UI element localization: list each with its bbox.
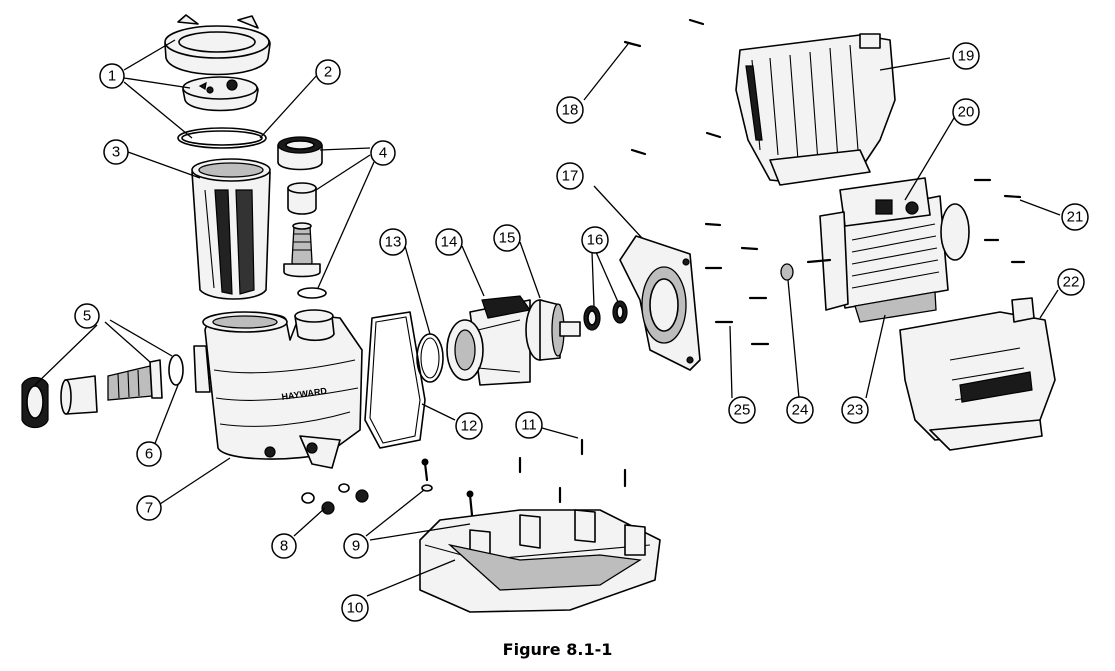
seal-plate	[619, 235, 701, 371]
svg-text:21: 21	[1067, 209, 1084, 226]
callout-13: 13	[379, 228, 407, 256]
pump-lid	[182, 76, 259, 112]
callout-2: 2	[315, 59, 341, 85]
svg-text:16: 16	[587, 232, 604, 249]
motor	[806, 177, 970, 323]
exploded-pump-diagram: HAYWARD	[21, 14, 1089, 622]
union-fitting-top	[277, 136, 327, 299]
callout-15: 15	[493, 224, 521, 252]
housing-gasket	[364, 311, 426, 449]
svg-text:3: 3	[112, 144, 120, 161]
svg-text:8: 8	[280, 538, 288, 555]
side-o-ring	[168, 354, 184, 386]
svg-text:23: 23	[847, 402, 864, 419]
strainer-basket	[191, 158, 271, 300]
callout-9: 9	[343, 533, 369, 559]
pump-housing: HAYWARD	[193, 309, 363, 469]
motor-cover-rear	[899, 297, 1056, 451]
callout-17: 17	[556, 162, 584, 190]
callout-21: 21	[1061, 203, 1089, 231]
callout-7: 7	[136, 495, 162, 521]
svg-text:20: 20	[958, 104, 975, 121]
svg-text:13: 13	[385, 234, 402, 251]
svg-text:18: 18	[562, 102, 579, 119]
svg-text:9: 9	[352, 538, 360, 555]
callout-5: 5	[74, 303, 100, 329]
callout-1: 1	[99, 63, 125, 89]
svg-text:6: 6	[145, 446, 153, 463]
svg-text:19: 19	[958, 48, 975, 65]
figure-caption: Figure 8.1-1	[502, 640, 613, 659]
callout-11: 11	[515, 411, 543, 439]
slinger	[780, 263, 794, 281]
shaft-seal	[583, 300, 628, 331]
pump-lid-ring	[164, 14, 271, 76]
base-screws-and-washers	[421, 458, 479, 526]
diffuser	[446, 295, 532, 386]
svg-text:7: 7	[145, 500, 153, 517]
union-fitting-side	[21, 359, 163, 429]
svg-text:24: 24	[792, 402, 809, 419]
callout-10: 10	[341, 594, 369, 622]
svg-text:11: 11	[521, 417, 537, 434]
svg-text:17: 17	[562, 168, 579, 185]
svg-text:15: 15	[499, 230, 516, 247]
callout-20: 20	[952, 98, 980, 126]
callout-24: 24	[786, 396, 814, 424]
motor-mount-screws	[518, 438, 627, 504]
callout-6: 6	[136, 441, 162, 467]
lid-o-ring	[177, 127, 267, 149]
motor-screws	[973, 178, 1026, 264]
svg-text:25: 25	[734, 402, 751, 419]
impeller	[525, 299, 581, 361]
pump-base	[419, 509, 661, 613]
svg-text:5: 5	[83, 308, 91, 325]
callout-23: 23	[841, 396, 869, 424]
svg-text:14: 14	[441, 234, 458, 251]
callout-4: 4	[370, 140, 396, 166]
callout-14: 14	[435, 228, 463, 256]
svg-text:10: 10	[347, 600, 364, 617]
callout-22: 22	[1057, 268, 1085, 296]
leader-lines	[34, 39, 1061, 597]
svg-text:22: 22	[1063, 274, 1080, 291]
callout-19: 19	[952, 42, 980, 70]
motor-cover-top	[735, 33, 896, 186]
drain-plugs	[301, 483, 369, 515]
svg-text:2: 2	[324, 64, 332, 81]
callout-8: 8	[271, 533, 297, 559]
svg-text:12: 12	[461, 418, 478, 435]
callout-12: 12	[455, 412, 483, 440]
cover-screws	[623, 18, 722, 156]
svg-text:4: 4	[379, 145, 387, 162]
callout-25: 25	[728, 396, 756, 424]
svg-text:1: 1	[108, 68, 116, 85]
callout-3: 3	[103, 139, 129, 165]
callout-16: 16	[581, 226, 609, 254]
callout-18: 18	[556, 96, 584, 124]
seal-plate-bolts	[704, 222, 770, 346]
